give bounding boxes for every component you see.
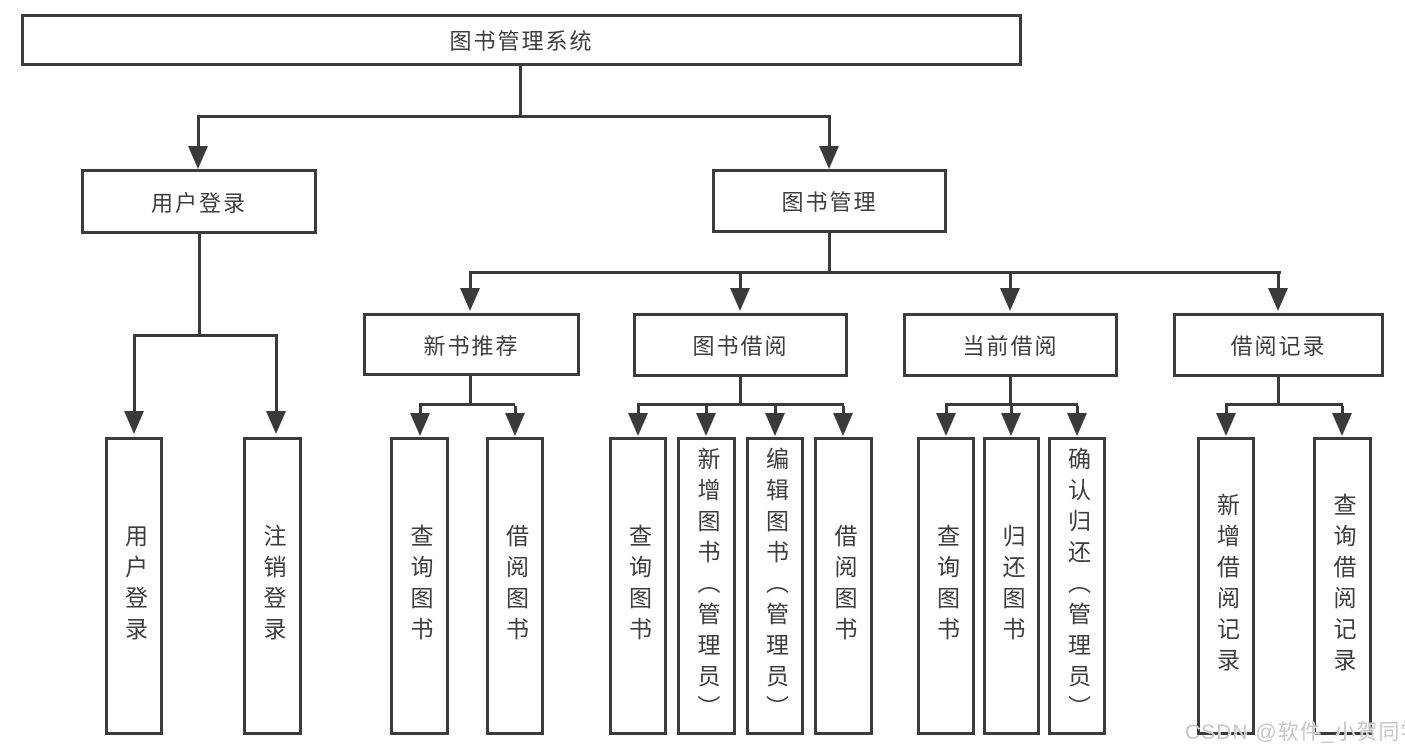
leaf-newbooks-query-label: 查询图书 (407, 524, 433, 648)
arrow-down-icon (696, 413, 716, 436)
connector-line (133, 337, 136, 411)
arrow-down-icon (1216, 413, 1236, 436)
arrow-down-icon (819, 146, 839, 169)
node-root: 图书管理系统 (21, 14, 1022, 66)
leaf-current-confirm-label: 确认归还（管理员） (1064, 446, 1091, 726)
arrow-down-icon (765, 413, 785, 436)
connector-line (739, 376, 742, 405)
arrow-down-icon (833, 413, 853, 436)
leaf-user-login-label: 用户登录 (121, 524, 148, 648)
connector-line (739, 274, 742, 290)
leaf-borrow-add-label: 新增图书（管理员） (694, 446, 720, 726)
leaf-current-query: 查询图书 (917, 437, 975, 735)
arrow-down-icon (628, 413, 648, 436)
leaf-borrow-edit-label: 编辑图书（管理员） (762, 446, 789, 726)
leaf-newbooks-query: 查询图书 (390, 437, 449, 735)
arrow-down-icon (936, 413, 956, 436)
node-current-borrow-label: 当前借阅 (962, 334, 1059, 359)
node-user-login-label: 用户登录 (150, 190, 247, 216)
leaf-borrow-edit: 编辑图书（管理员） (746, 437, 804, 735)
connector-line (469, 271, 1281, 274)
node-new-books: 新书推荐 (363, 313, 580, 376)
connector-line (519, 66, 522, 118)
connector-line (197, 118, 200, 146)
connector-line (945, 403, 1078, 406)
leaf-records-add-label: 新增借阅记录 (1213, 493, 1240, 679)
arrow-down-icon (1067, 413, 1087, 436)
connector-line (197, 115, 831, 118)
leaf-newbooks-borrow: 借阅图书 (486, 437, 544, 735)
connector-line (774, 406, 777, 414)
node-book-borrow-label: 图书借阅 (692, 334, 789, 359)
leaf-borrow-borrow-label: 借阅图书 (831, 524, 857, 648)
connector-line (419, 406, 422, 414)
leaf-current-return-label: 归还图书 (999, 524, 1025, 648)
leaf-current-query-label: 查询图书 (933, 524, 960, 648)
connector-line (945, 406, 948, 414)
connector-line (1009, 376, 1012, 405)
node-book-borrow: 图书借阅 (633, 313, 848, 377)
connector-line (828, 233, 831, 273)
connector-line (419, 403, 515, 406)
arrow-down-icon (266, 411, 286, 434)
arrow-down-icon (460, 288, 480, 311)
arrow-down-icon (730, 288, 750, 311)
connector-line (275, 337, 278, 411)
connector-line (1009, 274, 1012, 290)
connector-line (637, 406, 640, 414)
connector-line (514, 406, 517, 414)
connector-line (1277, 376, 1280, 405)
leaf-newbooks-borrow-label: 借阅图书 (502, 524, 529, 648)
arrow-down-icon (1001, 413, 1021, 436)
arrow-down-icon (1332, 413, 1352, 436)
node-current-borrow: 当前借阅 (903, 313, 1118, 377)
csdn-watermark: CSDN @软件_小贺同学 (1185, 721, 1405, 744)
connector-line (198, 234, 201, 336)
node-book-mgmt: 图书管理 (712, 169, 947, 233)
leaf-logout-label: 注销登录 (260, 524, 286, 648)
connector-line (1225, 406, 1228, 414)
leaf-user-login: 用户登录 (105, 437, 163, 735)
arrow-down-icon (505, 413, 525, 436)
node-borrow-records-label: 借阅记录 (1230, 334, 1327, 359)
node-root-label: 图书管理系统 (449, 29, 594, 54)
leaf-logout: 注销登录 (243, 437, 302, 735)
node-user-login: 用户登录 (81, 169, 317, 234)
connector-line (133, 334, 278, 337)
leaf-current-confirm: 确认归还（管理员） (1048, 437, 1106, 735)
arrow-down-icon (124, 411, 144, 434)
connector-line (637, 403, 844, 406)
connector-line (1010, 406, 1013, 414)
node-new-books-label: 新书推荐 (423, 333, 520, 359)
arrow-down-icon (188, 146, 208, 169)
connector-line (705, 406, 708, 414)
leaf-borrow-borrow: 借阅图书 (814, 437, 873, 735)
arrow-down-icon (1268, 288, 1288, 311)
node-borrow-records: 借阅记录 (1173, 313, 1384, 377)
connector-line (828, 118, 831, 146)
connector-line (1225, 403, 1343, 406)
node-book-mgmt-label: 图书管理 (781, 190, 878, 215)
leaf-records-query: 查询借阅记录 (1313, 437, 1372, 735)
leaf-records-add: 新增借阅记录 (1197, 437, 1255, 735)
connector-line (1341, 406, 1344, 414)
leaf-borrow-add: 新增图书（管理员） (677, 437, 736, 735)
arrow-down-icon (1000, 288, 1020, 311)
connector-line (1076, 406, 1079, 414)
leaf-records-query-label: 查询借阅记录 (1330, 493, 1356, 679)
arrow-down-icon (410, 413, 430, 436)
leaf-borrow-query: 查询图书 (609, 437, 667, 735)
connector-line (1277, 274, 1280, 290)
connector-line (469, 274, 472, 290)
leaf-current-return: 归还图书 (983, 437, 1040, 735)
connector-line (469, 376, 472, 405)
leaf-borrow-query-label: 查询图书 (625, 524, 652, 648)
connector-line (842, 406, 845, 414)
